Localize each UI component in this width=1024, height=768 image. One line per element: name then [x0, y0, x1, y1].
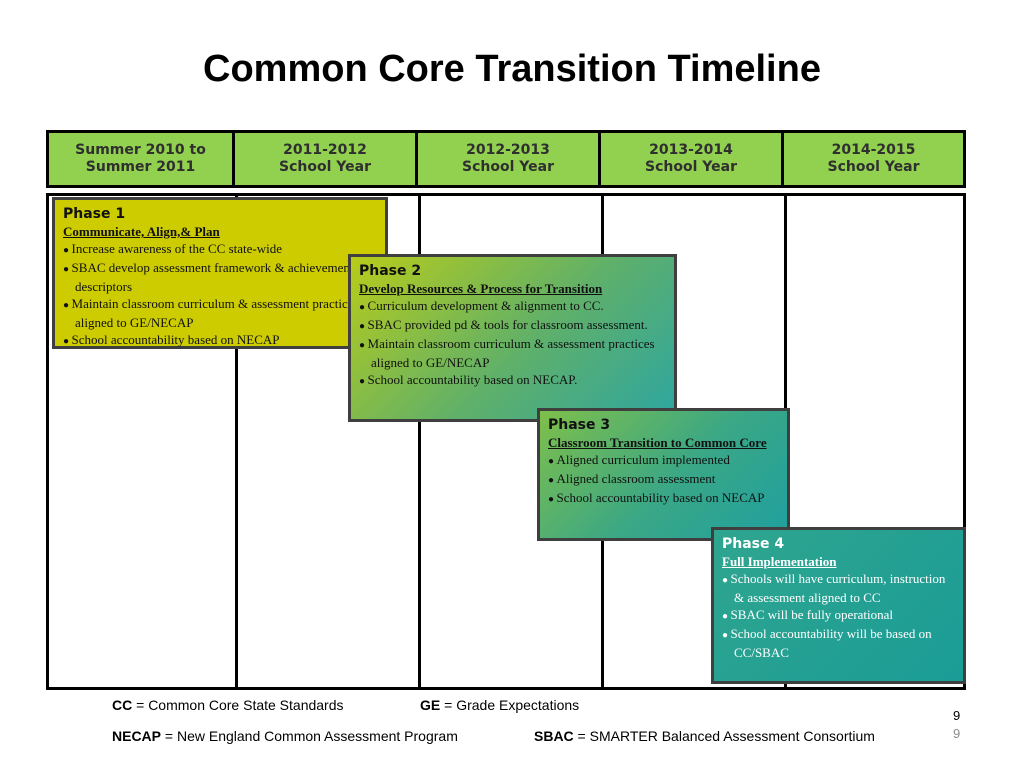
phase-2-item: Curriculum development & alignment to CC…: [359, 297, 666, 316]
legend-cc: CC = Common Core State Standards: [112, 697, 344, 713]
column-header-2-line2: School Year: [279, 159, 371, 175]
phase-1-list: Increase awareness of the CC state-wide …: [63, 240, 377, 350]
phase-1-item: Maintain classroom curriculum & assessme…: [63, 295, 377, 331]
phase-2-subtitle: Develop Resources & Process for Transiti…: [359, 281, 603, 296]
legend-abbr: SBAC: [534, 728, 574, 744]
column-header-5-line1: 2014-2015: [831, 142, 916, 158]
phase-3-title: Phase 3: [548, 417, 611, 433]
legend-sbac: SBAC = SMARTER Balanced Assessment Conso…: [534, 728, 875, 744]
phase-3-item: Aligned curriculum implemented: [548, 451, 779, 470]
phase-3-item: School accountability based on NECAP: [548, 489, 779, 508]
phase-4-subtitle: Full Implementation: [722, 554, 837, 569]
legend-definition: = SMARTER Balanced Assessment Consortium: [573, 728, 875, 744]
column-divider: [418, 196, 421, 687]
column-header-4-line2: School Year: [645, 159, 737, 175]
column-header-5-line2: School Year: [827, 159, 920, 175]
legend-necap: NECAP = New England Common Assessment Pr…: [112, 728, 458, 744]
column-header-1-line1: Summer 2010 to: [75, 142, 206, 158]
column-header-3-line1: 2012-2013: [466, 142, 550, 158]
legend-abbr: NECAP: [112, 728, 162, 744]
phase-4-item: School accountability will be based on C…: [722, 625, 955, 661]
phase-2-item: SBAC provided pd & tools for classroom a…: [359, 316, 666, 335]
phase-4-box: Phase 4 Full Implementation Schools will…: [711, 527, 966, 684]
column-header-1-line2: Summer 2011: [85, 159, 196, 175]
column-header-4-line1: 2013-2014: [649, 142, 733, 158]
phase-2-item: Maintain classroom curriculum & assessme…: [359, 335, 666, 371]
phase-3-box: Phase 3 Classroom Transition to Common C…: [537, 408, 790, 541]
page-number-footer: 9: [953, 726, 961, 741]
legend-abbr: CC: [112, 697, 133, 713]
phase-4-item: Schools will have curriculum, instructio…: [722, 570, 955, 606]
slide-title: Common Core Transition Timeline: [203, 48, 821, 90]
phase-1-subtitle: Communicate, Align,& Plan: [63, 224, 220, 239]
phase-3-list: Aligned curriculum implemented Aligned c…: [548, 451, 779, 508]
column-header-2-line1: 2011-2012: [283, 142, 367, 158]
phase-1-item: School accountability based on NECAP: [63, 331, 377, 350]
legend-definition: = Common Core State Standards: [132, 697, 344, 713]
phase-3-subtitle: Classroom Transition to Common Core: [548, 435, 767, 450]
legend-abbr: GE: [420, 697, 441, 713]
phase-2-item: School accountability based on NECAP.: [359, 371, 666, 390]
column-header-3-line2: School Year: [462, 159, 554, 175]
phase-3-item: Aligned classroom assessment: [548, 470, 779, 489]
phase-2-title: Phase 2: [359, 263, 422, 279]
legend-definition: = Grade Expectations: [440, 697, 580, 713]
page-number: 9: [953, 708, 961, 723]
column-divider: [235, 196, 238, 687]
phase-4-item: SBAC will be fully operational: [722, 606, 955, 625]
legend-ge: GE = Grade Expectations: [420, 697, 579, 713]
phase-1-item: SBAC develop assessment framework & achi…: [63, 259, 377, 295]
phase-1-title: Phase 1: [63, 206, 126, 222]
legend-definition: = New England Common Assessment Program: [161, 728, 458, 744]
phase-2-list: Curriculum development & alignment to CC…: [359, 297, 666, 390]
phase-1-item: Increase awareness of the CC state-wide: [63, 240, 377, 259]
phase-4-title: Phase 4: [722, 536, 785, 552]
phase-1-box: Phase 1 Communicate, Align,& Plan Increa…: [52, 197, 388, 349]
phase-4-list: Schools will have curriculum, instructio…: [722, 570, 955, 661]
phase-2-box: Phase 2 Develop Resources & Process for …: [348, 254, 677, 422]
